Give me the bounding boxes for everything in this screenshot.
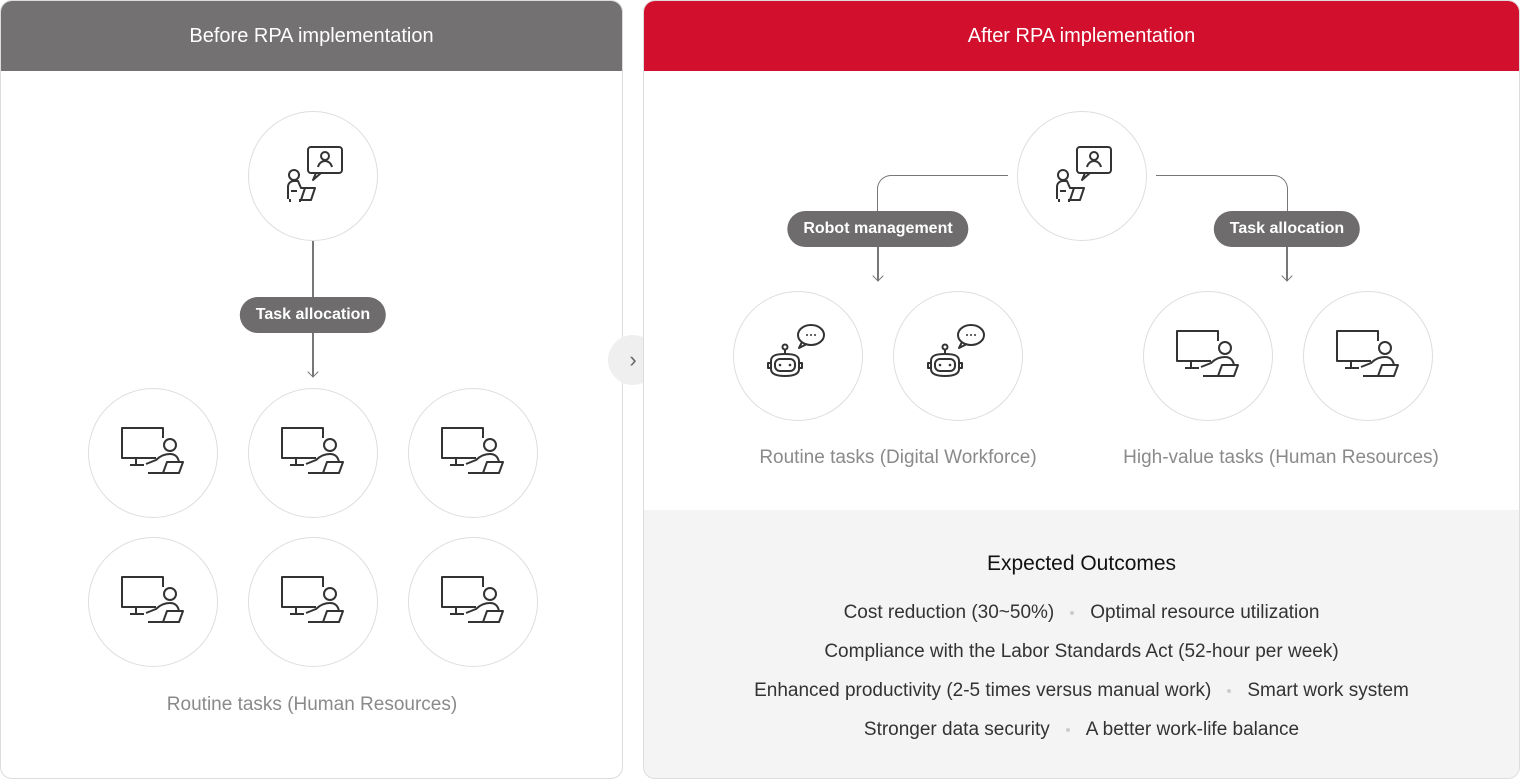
connector-line	[877, 175, 1008, 215]
before-panel: Before RPA implementation Task allocatio…	[0, 0, 623, 779]
outcome-item: Compliance with the Labor Standards Act …	[824, 641, 1339, 662]
worker-circle	[408, 537, 538, 667]
worker-circle	[88, 388, 218, 518]
robot-icon	[923, 321, 993, 391]
robot-icon	[763, 321, 833, 391]
manager-icon	[278, 141, 348, 211]
outcome-item: A better work-life balance	[1085, 719, 1300, 740]
worker-icon	[278, 418, 348, 488]
worker-icon	[1173, 321, 1243, 391]
outcome-item: Smart work system	[1247, 680, 1409, 701]
manager-circle	[1017, 111, 1147, 241]
after-header: After RPA implementation	[644, 1, 1519, 71]
arrow-down-icon	[872, 270, 884, 282]
task-allocation-pill: Task allocation	[239, 297, 387, 333]
outcomes-title: Expected Outcomes	[986, 552, 1177, 575]
worker-icon	[1333, 321, 1403, 391]
worker-icon	[438, 567, 508, 637]
separator-dot	[1065, 727, 1070, 732]
outcome-item: Enhanced productivity (2-5 times versus …	[754, 680, 1212, 701]
outcome-row: Compliance with the Labor Standards Act …	[644, 641, 1519, 663]
worker-circle	[408, 388, 538, 518]
outcome-item: Cost reduction (30~50%)	[843, 602, 1055, 623]
worker-circle	[88, 537, 218, 667]
separator-dot	[1227, 688, 1232, 693]
worker-icon	[118, 418, 188, 488]
robot-circle	[893, 291, 1023, 421]
outcome-item: Stronger data security	[863, 719, 1050, 740]
worker-icon	[118, 567, 188, 637]
worker-circle	[248, 388, 378, 518]
arrow-down-icon	[307, 366, 319, 378]
manager-icon	[1047, 141, 1117, 211]
before-caption: Routine tasks (Human Resources)	[166, 694, 458, 715]
after-panel: After RPA implementation Robot managemen…	[643, 0, 1520, 779]
worker-circle	[248, 537, 378, 667]
outcome-item: Optimal resource utilization	[1090, 602, 1320, 623]
worker-circle	[1143, 291, 1273, 421]
robot-management-pill: Robot management	[787, 211, 969, 247]
outcome-row: Cost reduction (30~50%) Optimal resource …	[644, 602, 1519, 624]
arrow-down-icon	[1281, 270, 1293, 282]
task-allocation-pill: Task allocation	[1213, 211, 1361, 247]
connector-line	[1156, 175, 1288, 215]
separator-dot	[1070, 610, 1075, 615]
high-value-caption: High-value tasks (Human Resources)	[1123, 447, 1439, 468]
worker-icon	[278, 567, 348, 637]
worker-circle	[1303, 291, 1433, 421]
before-header: Before RPA implementation	[1, 1, 622, 71]
manager-circle	[248, 111, 378, 241]
digital-workforce-caption: Routine tasks (Digital Workforce)	[759, 447, 1037, 468]
worker-icon	[438, 418, 508, 488]
expected-outcomes: Expected Outcomes Cost reduction (30~50%…	[644, 510, 1519, 778]
outcome-row: Enhanced productivity (2-5 times versus …	[644, 680, 1519, 702]
robot-circle	[733, 291, 863, 421]
outcome-row: Stronger data security A better work-life…	[644, 719, 1519, 741]
